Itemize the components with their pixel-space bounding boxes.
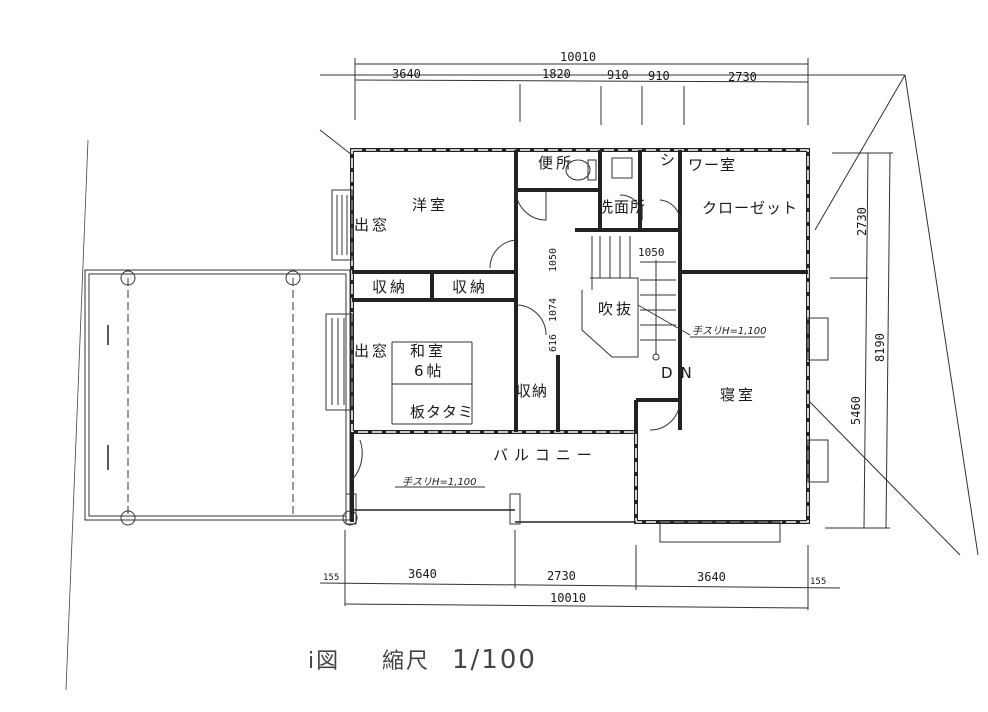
room-closet: クローゼット <box>702 199 798 217</box>
room-washroom: 洗面所 <box>598 198 646 216</box>
room-bedroom: 寝室 <box>720 386 756 404</box>
note-stair-v3: 616 <box>548 334 559 352</box>
dim-top-total: 10010 <box>560 50 596 64</box>
toilet-fixture <box>565 159 597 181</box>
caption-title: i図 <box>308 649 340 674</box>
room-toilet: 便所 <box>538 154 574 172</box>
caption-scale-label: 縮尺 <box>382 649 430 674</box>
room-western: 洋室 <box>412 196 448 214</box>
room-shower-1: シ <box>660 151 678 169</box>
room-tatami-count: 6帖 <box>414 362 445 380</box>
dim-bottom-total: 10010 <box>550 591 586 605</box>
dim-top-2: 1820 <box>542 67 571 81</box>
room-balcony: バルコニー <box>493 446 598 464</box>
room-void: 吹抜 <box>598 300 634 318</box>
stair-down-label: DN <box>661 364 700 382</box>
room-storage-2: 収納 <box>452 278 488 296</box>
caption-scale-value: 1/100 <box>452 645 537 675</box>
scan-edge-line <box>65 139 89 691</box>
right-dimension-lines <box>825 152 893 529</box>
room-storage-3: 収納 <box>516 382 548 400</box>
note-stair-width: 1050 <box>638 246 665 259</box>
dim-top-3: 910 <box>607 68 629 82</box>
bottom-dimension-lines <box>319 530 841 610</box>
dim-top-5: 2730 <box>728 70 757 84</box>
room-japanese: 和室 <box>410 342 446 360</box>
room-storage-1: 収納 <box>372 278 408 296</box>
dim-bottom-4: 3640 <box>697 570 726 584</box>
bay-window-right <box>659 317 829 543</box>
room-shower-2: ワー室 <box>688 156 736 174</box>
staircase <box>581 236 765 361</box>
interior-walls <box>352 150 808 432</box>
dim-bottom-5: 155 <box>810 577 826 587</box>
room-board-tatami: 板タタミ <box>410 403 474 421</box>
dim-top-4: 910 <box>648 69 670 83</box>
bay-window-left-lower <box>325 313 353 411</box>
note-stair-v2: 1074 <box>548 298 559 322</box>
dim-top-1: 3640 <box>392 67 421 81</box>
note-handrail-stair: 手スリH=1,100 <box>692 325 767 337</box>
note-handrail-balcony: 手スリH=1,100 <box>402 476 477 488</box>
dim-bottom-2: 3640 <box>408 567 437 581</box>
doors <box>351 189 681 481</box>
exterior-walls <box>345 148 810 525</box>
room-bay-window-2: 出窓 <box>354 342 390 360</box>
dim-right-2: 8190 <box>873 333 887 362</box>
bay-window-left-upper <box>331 189 353 261</box>
dim-bottom-1: 155 <box>323 573 339 583</box>
washbasin-fixture <box>611 157 633 179</box>
dim-bottom-3: 2730 <box>547 569 576 583</box>
dim-right-3: 5460 <box>849 396 863 425</box>
deck-structure <box>84 269 358 526</box>
note-stair-v1: 1050 <box>548 248 559 272</box>
top-dimension-lines <box>354 58 809 125</box>
dim-right-1: 2730 <box>855 207 869 236</box>
room-bay-window-1: 出窓 <box>354 216 390 234</box>
